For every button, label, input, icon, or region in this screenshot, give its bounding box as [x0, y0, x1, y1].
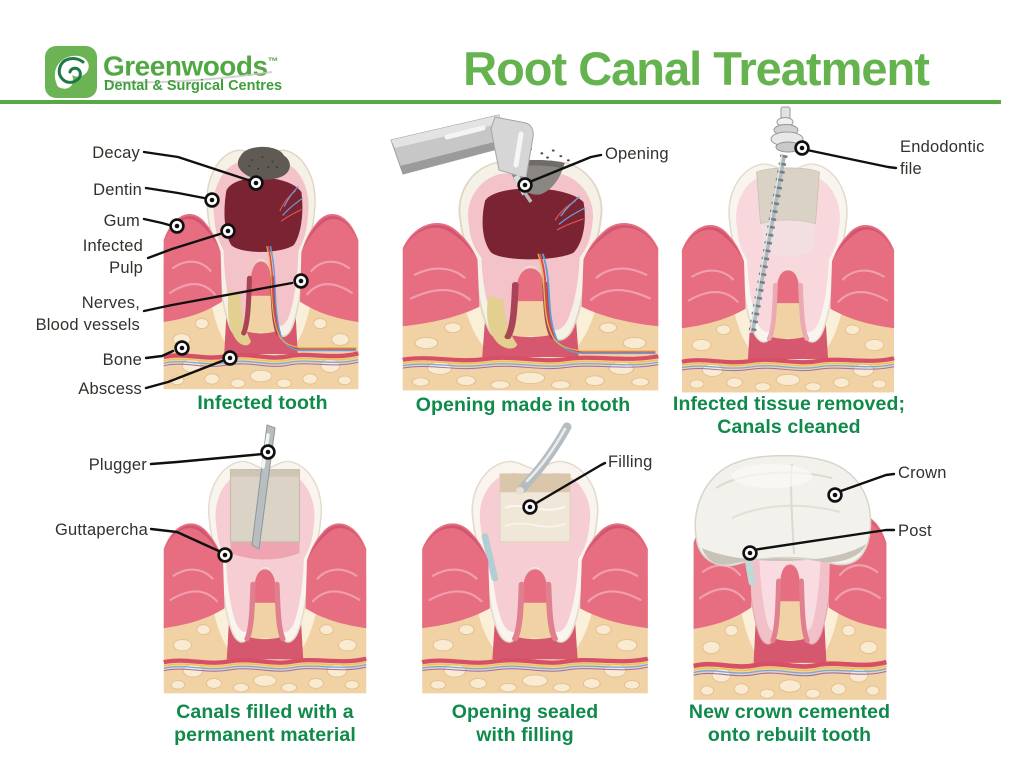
panel-canals-cleaned: Endodontic file Infected tissue removed;…: [668, 105, 1005, 445]
label-bone: Bone: [102, 351, 142, 369]
caption-crown-cemented: New crown cemented onto rebuilt tooth: [688, 701, 891, 746]
infected-tooth-illustration: [142, 146, 365, 430]
endodontic-file-tool: [748, 106, 804, 334]
crown-cemented-illustration: [672, 454, 896, 750]
label-crown: Crown: [898, 464, 947, 482]
label-endodontic-file: Endodontic file: [900, 138, 985, 178]
callout-leader-lines: [149, 452, 265, 554]
page-title: Root Canal Treatment: [463, 42, 930, 95]
panel-crown-cemented: Crown Post New crown cemented onto rebui…: [672, 448, 1008, 750]
brand-subtitle: Dental & Surgical Centres: [104, 78, 283, 94]
crown-prosthetic: [694, 454, 872, 567]
caption-canals-filled: Canals filled with a permanent material: [174, 701, 356, 746]
panel-opening-made: Opening Opening made in tooth: [385, 110, 685, 430]
canal-post-rod: [481, 533, 499, 582]
caption-canals-cleaned: Infected tissue removed; Canals cleaned: [672, 393, 906, 438]
opening-made-illustration: [390, 114, 685, 430]
label-dentin: Dentin: [93, 181, 142, 199]
label-opening: Opening: [605, 145, 669, 163]
label-filling: Filling: [608, 453, 653, 471]
brand-logo-icon: [45, 46, 97, 98]
label-abscess: Abscess: [78, 380, 142, 398]
label-gum: Gum: [103, 212, 140, 230]
callout-leader-lines: [751, 472, 896, 552]
pulp-chamber-clean: [760, 220, 816, 257]
brand-swoosh: [103, 71, 273, 84]
callout-leader-line: [805, 148, 898, 170]
callout-leader-lines: [142, 150, 294, 390]
callout-marker: [517, 177, 533, 193]
filling-instrument: [516, 422, 572, 495]
tooth-scene: [164, 146, 359, 389]
label-decay: Decay: [92, 144, 140, 162]
label-nerves-vessels: Nerves, Blood vessels: [35, 294, 140, 334]
tooth-scene: [682, 163, 894, 392]
caption-infected-tooth: Infected tooth: [197, 392, 328, 414]
guttapercha-fill: [230, 541, 300, 560]
callout-leader-line: [531, 461, 607, 507]
panel-opening-sealed: Filling Opening sealed with filling: [405, 422, 675, 750]
label-guttapercha: Guttapercha: [54, 521, 148, 539]
callout-marker: [522, 499, 538, 515]
callout-marker: [794, 140, 810, 156]
header-divider: [0, 100, 1001, 104]
decay-spot: [237, 146, 290, 180]
caption-opening-made: Opening made in tooth: [415, 394, 631, 416]
panel-canals-filled: Plugger Guttapercha Canals filled with a…: [25, 424, 370, 750]
label-post: Post: [898, 522, 932, 540]
label-plugger: Plugger: [88, 456, 147, 474]
canals-cleaned-illustration: [668, 106, 898, 445]
canals-filled-illustration: [149, 424, 370, 750]
brand-trademark: ™: [267, 56, 279, 68]
label-infected-pulp: Infected Pulp: [82, 237, 143, 277]
access-cavity: [756, 167, 820, 225]
panel-infected-tooth: Decay Dentin Gum Infected Pulp Nerves, B…: [20, 112, 365, 430]
opening-sealed-illustration: [405, 422, 675, 750]
callout-leader-line: [525, 153, 603, 185]
dental-drill: [390, 114, 534, 203]
caption-opening-sealed: Opening sealed with filling: [451, 701, 599, 746]
tooth-scene: [422, 460, 648, 693]
